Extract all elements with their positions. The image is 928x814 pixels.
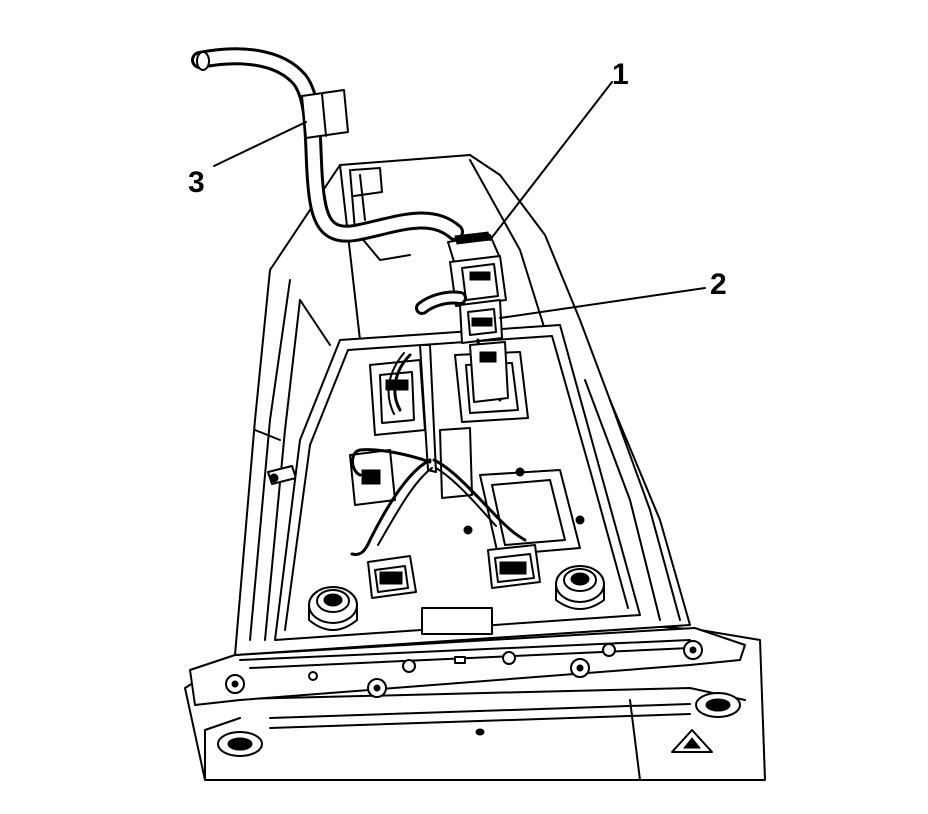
flange-plate bbox=[189, 627, 746, 706]
leader-lines bbox=[213, 81, 706, 319]
cable-sleeve bbox=[301, 89, 349, 139]
lower-connectors bbox=[367, 544, 541, 599]
leader-line-1 bbox=[489, 81, 613, 241]
cable-end bbox=[196, 51, 210, 71]
callout-2: 2 bbox=[710, 268, 727, 301]
callout-3: 3 bbox=[188, 166, 205, 199]
connector-sockets bbox=[349, 351, 585, 556]
bolts bbox=[225, 640, 703, 698]
connector-assembly bbox=[415, 231, 509, 403]
leader-line-2 bbox=[499, 287, 706, 319]
terminal-posts bbox=[308, 565, 605, 631]
label-plate bbox=[421, 607, 493, 635]
leader-line-3 bbox=[213, 121, 307, 167]
main-cable bbox=[191, 47, 464, 243]
wire-harness bbox=[350, 344, 527, 556]
callout-1: 1 bbox=[612, 58, 629, 91]
